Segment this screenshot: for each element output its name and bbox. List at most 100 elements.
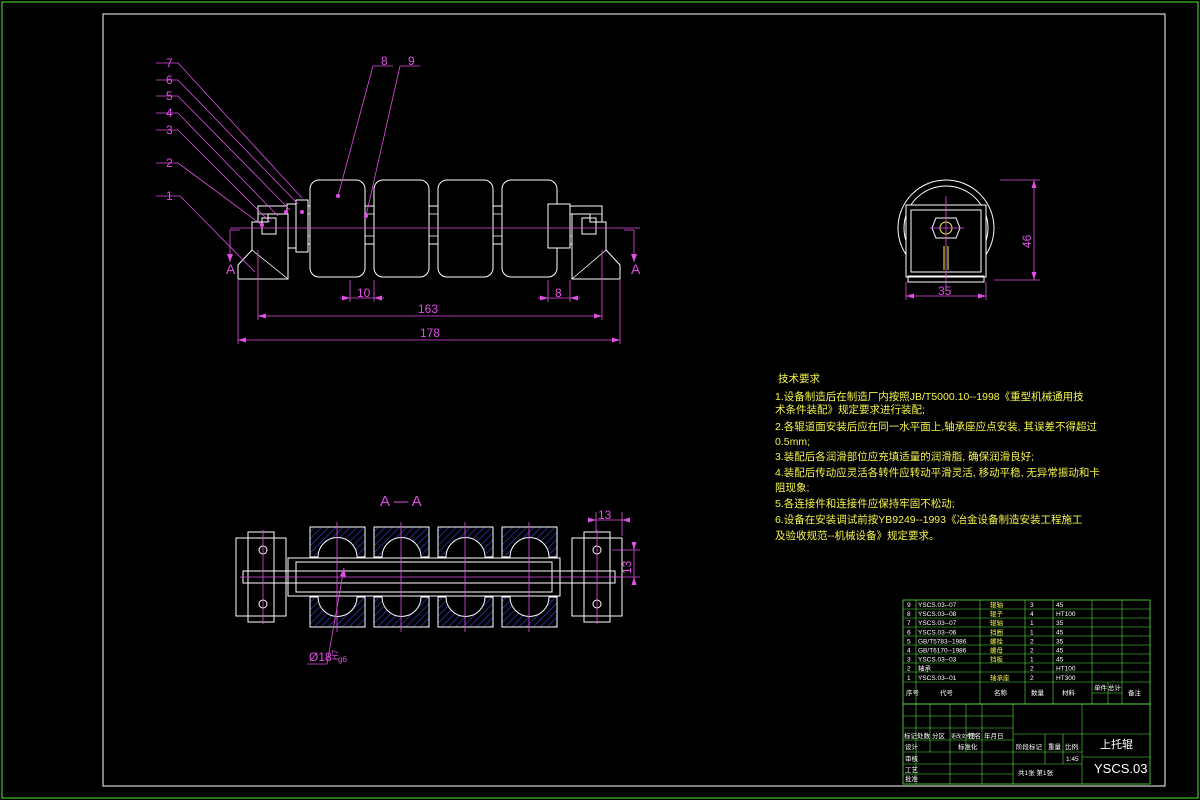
dim-46: 46 (1020, 234, 1034, 248)
balloon-9: 9 (408, 54, 415, 68)
parts-row: 6 YSCS.03--06 挡圈 1 45 (907, 627, 1064, 636)
roller-section-1 (309, 526, 366, 558)
parts-cell-qty: 4 (1030, 611, 1034, 618)
parts-header-name: 名称 (994, 688, 1008, 697)
parts-cell-name: 辊轴 (990, 618, 1004, 627)
parts-cell-no: 2 (907, 666, 911, 673)
parts-cell-name: 挡板 (990, 655, 1004, 664)
roller-section-3 (437, 526, 494, 558)
inner-frame (102, 13, 1166, 787)
title-block: 标记 处数 分区 更改文件号 签名 年月日 设计 标准化 阶段标记 重量 比例 … (902, 703, 1151, 785)
parts-cell-no: 5 (907, 638, 911, 645)
parts-cell-no: 8 (907, 611, 911, 618)
parts-cell-name: 挡圈 (990, 627, 1003, 636)
balloon-6: 6 (166, 73, 173, 87)
dim-10: 10 (357, 286, 371, 300)
roller-3 (437, 179, 494, 278)
balloon-4: 4 (166, 106, 173, 120)
tb-label-zone: 分区 (932, 731, 946, 740)
balloon-3: 3 (166, 123, 173, 137)
tb-label-check: 审核 (905, 754, 919, 763)
dim-13-side: 13 (620, 560, 634, 574)
parts-header-unit: 单件 (1094, 683, 1108, 692)
roller-1 (309, 179, 366, 278)
parts-header-note: 备注 (1128, 688, 1142, 697)
parts-cell-qty: 1 (1030, 620, 1034, 627)
section-view: A — A (235, 493, 640, 665)
parts-cell-name: 螺栓 (990, 636, 1004, 645)
dim-8: 8 (555, 286, 562, 300)
parts-cell-mat: 45 (1056, 648, 1064, 655)
parts-cell-name: 辊轴 (990, 600, 1004, 609)
roller-section-2 (373, 526, 430, 558)
parts-cell-no: 3 (907, 657, 911, 664)
note-line-1: 1.设备制造后在制造厂内按照JB/T5000.10--1998《重型机械通用技 (775, 390, 1084, 403)
tb-label-stage: 阶段标记 (1016, 742, 1043, 751)
parts-cell-no: 6 (907, 629, 911, 636)
parts-cell-code: YSCS.03--03 (918, 657, 957, 664)
balloon-8: 8 (381, 54, 388, 68)
balloon-2: 2 (166, 156, 173, 170)
parts-cell-code: GB/T6170--1986 (918, 648, 967, 655)
roller-2 (373, 179, 430, 278)
tb-label-mark: 标记 (904, 731, 918, 740)
parts-cell-qty: 1 (1030, 657, 1034, 664)
parts-cell-qty: 2 (1030, 675, 1034, 682)
parts-header-mat: 材料 (1062, 688, 1076, 697)
parts-cell-name: 轴承座 (990, 673, 1010, 682)
section-mark-left: A (226, 261, 236, 277)
parts-cell-code: YSCS.03--06 (918, 629, 957, 636)
tb-label-design: 设计 (905, 742, 919, 751)
parts-cell-no: 9 (907, 602, 911, 609)
parts-cell-no: 7 (907, 620, 911, 627)
notes-title: 技术要求 (778, 372, 820, 385)
parts-header-code: 代号 (940, 688, 954, 697)
tb-scale-value: 1:45 (1066, 756, 1079, 763)
front-view: 1 2 3 4 5 6 7 8 9 10 8 163 178 A A (156, 54, 641, 344)
parts-cell-mat: 45 (1056, 602, 1064, 609)
note-line-8: 5.各连接件和连接件应保持牢固不松动; (775, 497, 955, 510)
parts-header-no: 序号 (906, 688, 920, 697)
dim-163: 163 (418, 302, 438, 316)
dim-178: 178 (420, 326, 440, 340)
tb-label-sign: 签名 (968, 731, 981, 740)
technical-notes: 技术要求 1.设备制造后在制造厂内按照JB/T5000.10--1998《重型机… (775, 372, 1100, 542)
fit-tolerance: H7 (331, 649, 340, 660)
note-line-10: 及验收规范--机械设备》规定要求。 (775, 529, 940, 542)
parts-cell-qty: 2 (1030, 638, 1034, 645)
tb-sheet: 共1张 第1张 (1018, 768, 1054, 777)
parts-cell-code: YSCS.03--07 (918, 620, 957, 627)
note-line-7: 阻现象; (775, 482, 809, 494)
tb-label-change: 更改文件号 (951, 733, 976, 740)
parts-cell-mat: 35 (1056, 638, 1064, 645)
dim-13-top: 13 (598, 508, 612, 522)
parts-cell-qty: 1 (1030, 629, 1034, 636)
tb-label-standard: 标准化 (958, 742, 978, 751)
side-view: 46 35 (897, 179, 1040, 300)
section-mark-right: A (631, 261, 641, 277)
tb-label-process: 工艺 (905, 766, 919, 774)
tb-part-name: 上托辊 (1100, 737, 1133, 751)
parts-cell-qty: 2 (1030, 648, 1034, 655)
note-line-4: 0.5mm; (775, 436, 810, 448)
parts-cell-mat: 45 (1056, 629, 1064, 636)
fit-sub: g6 (338, 655, 347, 664)
parts-cell-mat: HT100 (1056, 666, 1076, 673)
parts-cell-code: YSCS.03--01 (918, 675, 957, 682)
right-bearing-seat (571, 213, 621, 280)
note-line-6: 4.装配后传动应灵活各转件应转动平滑灵活, 移动平稳, 无异常振动和卡 (775, 466, 1100, 479)
parts-cell-qty: 2 (1030, 666, 1034, 673)
section-title: A — A (380, 493, 422, 510)
parts-cell-code: YSCS.03--08 (918, 611, 957, 618)
parts-cell-name: 辊子 (990, 609, 1004, 618)
